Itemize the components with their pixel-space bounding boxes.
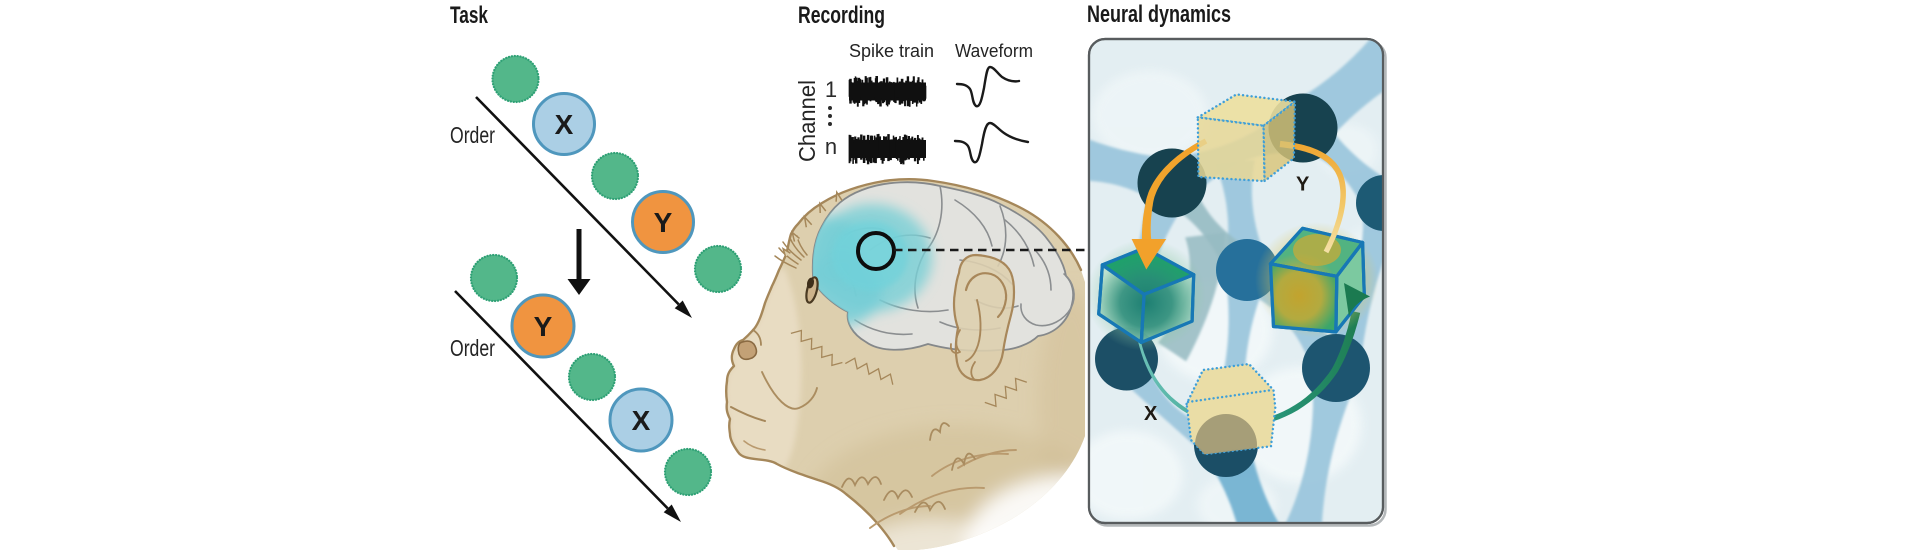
svg-text:Y: Y [654, 207, 673, 238]
svg-text:Y: Y [1296, 174, 1310, 196]
svg-text:n: n [825, 134, 837, 159]
svg-text:Y: Y [534, 311, 553, 342]
svg-text:Recording: Recording [798, 2, 885, 29]
svg-text:Channel: Channel [794, 80, 820, 162]
svg-text:1: 1 [825, 77, 837, 102]
svg-text:X: X [1144, 403, 1158, 425]
svg-text:Spike train: Spike train [849, 41, 934, 61]
svg-text:Task: Task [450, 2, 488, 29]
svg-text:X: X [555, 109, 574, 140]
svg-text:X: X [632, 405, 651, 436]
svg-text:Order: Order [450, 122, 495, 148]
svg-text:Order: Order [450, 335, 495, 361]
svg-text:Waveform: Waveform [955, 41, 1033, 61]
svg-text:Neural dynamics: Neural dynamics [1087, 1, 1231, 28]
